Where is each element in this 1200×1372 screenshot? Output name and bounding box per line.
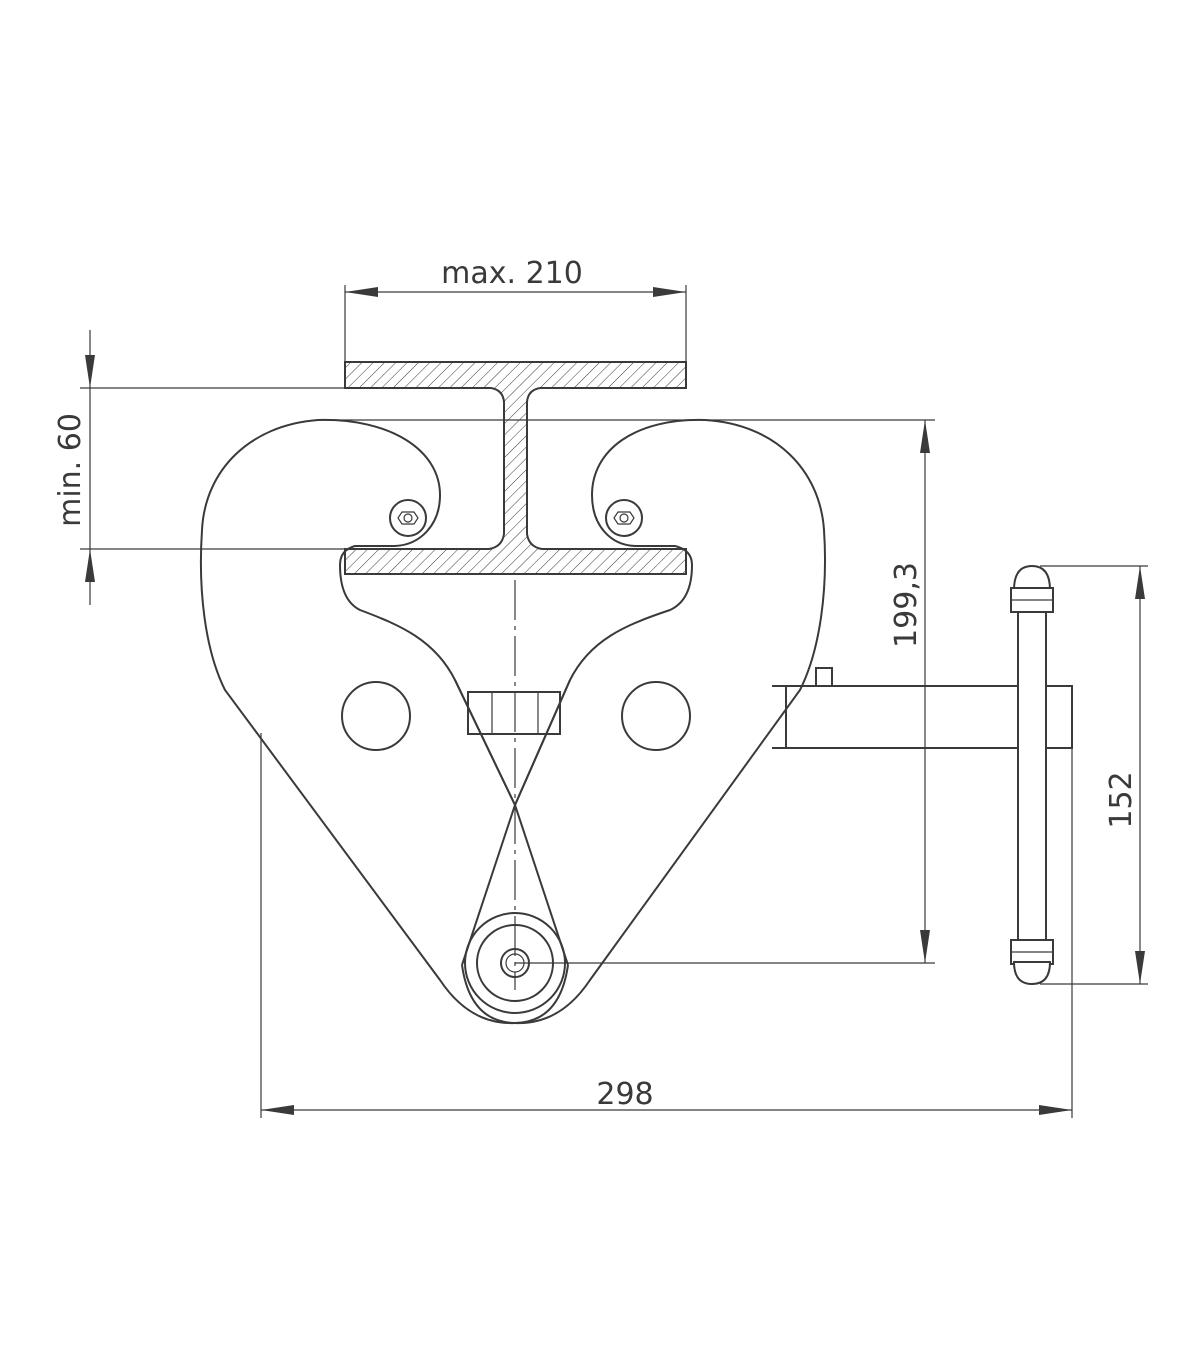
bottom-lobe (461, 964, 569, 1025)
dimension-flange-width: max. 210 (344, 256, 687, 362)
left-jaw-bolt (389, 499, 427, 537)
handle-top-cap (1012, 564, 1052, 591)
dimension-overall-width: 298 (260, 733, 1073, 1118)
cross-tube (467, 691, 561, 735)
dimension-spindle-length: 152 (1040, 565, 1148, 985)
left-hole (341, 681, 411, 751)
i-beam-profile (344, 361, 687, 575)
spindle-key (815, 667, 833, 687)
height-label: 199,3 (889, 562, 924, 648)
jaw-crossing-lines (454, 679, 571, 966)
handle-bottom-cap (1012, 961, 1052, 986)
dimension-height: 199,3 (318, 419, 935, 964)
flange-width-label: max. 210 (441, 256, 583, 291)
overall-width-label: 298 (596, 1077, 653, 1112)
clamp-body (199, 418, 826, 1025)
left-jaw-plate (199, 418, 516, 1025)
spindle-length-label: 152 (1104, 771, 1139, 828)
spindle-shaft (772, 685, 1073, 749)
right-hole (621, 681, 691, 751)
flange-thickness-label: min. 60 (53, 413, 88, 527)
handle-bar (1017, 607, 1047, 951)
i-beam-section (344, 361, 687, 575)
right-jaw-bolt (605, 499, 643, 537)
right-jaw-plate (514, 418, 826, 1025)
dimension-flange-thickness: min. 60 (53, 330, 345, 605)
spindle-assembly (772, 564, 1073, 986)
